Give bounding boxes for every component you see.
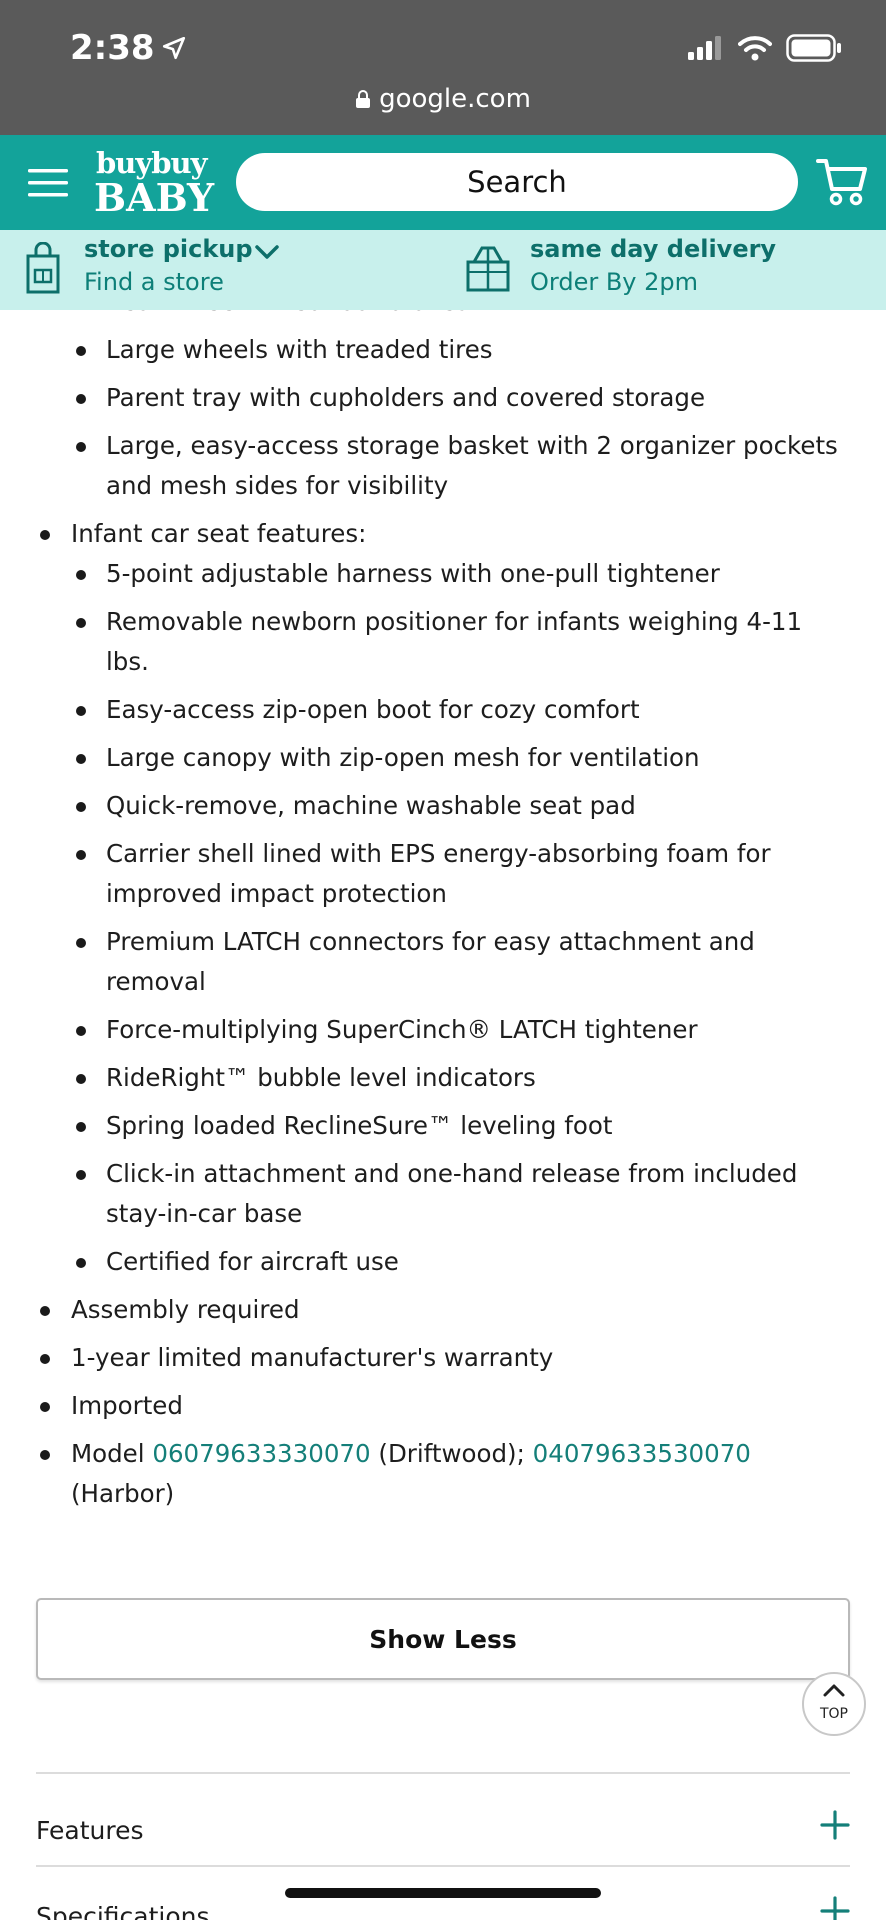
model-link-driftwood[interactable]: 06079633330070 bbox=[152, 1439, 371, 1468]
list-item: RideRight™ bubble level indicators bbox=[0, 1058, 846, 1098]
buybuy-baby-logo[interactable]: buybuy BABY bbox=[94, 149, 218, 217]
top-label: TOP bbox=[819, 1706, 848, 1722]
list-item: Carrier shell lined with EPS energy-abso… bbox=[0, 834, 846, 914]
logo-top-text: buybuy bbox=[96, 146, 207, 180]
status-bar: 2:38 google.com bbox=[0, 0, 886, 135]
search-input[interactable] bbox=[236, 153, 798, 211]
list-item: Certified for aircraft use bbox=[0, 1242, 846, 1282]
same-day-delivery-title: same day delivery bbox=[530, 235, 777, 263]
status-icons bbox=[688, 34, 842, 62]
back-to-top-button[interactable]: TOP bbox=[802, 1672, 866, 1736]
list-item: Spring loaded ReclineSure™ leveling foot bbox=[0, 1106, 846, 1146]
status-time-text: 2:38 bbox=[70, 28, 155, 68]
same-day-delivery-option[interactable]: same day delivery Order By 2pm bbox=[440, 230, 886, 310]
battery-icon bbox=[786, 34, 841, 62]
logo-bottom-text: BABY bbox=[94, 175, 215, 220]
plus-icon bbox=[820, 1810, 850, 1840]
details-list: Rear wheel linked foot brakes Large whee… bbox=[0, 310, 886, 1514]
cart-icon[interactable] bbox=[816, 157, 868, 207]
chevron-up-icon bbox=[823, 1684, 845, 1697]
show-less-button[interactable]: Show Less bbox=[36, 1598, 850, 1680]
list-item: Rear wheel linked foot brakes bbox=[0, 310, 846, 322]
list-item: Assembly required bbox=[0, 1290, 780, 1330]
location-arrow-icon bbox=[162, 36, 185, 60]
list-item: Easy-access zip-open boot for cozy comfo… bbox=[0, 690, 846, 730]
model-1-suffix: (Driftwood); bbox=[370, 1439, 533, 1468]
divider bbox=[36, 1772, 850, 1774]
list-item: Large canopy with zip-open mesh for vent… bbox=[0, 738, 846, 778]
order-by-text: Order By 2pm bbox=[530, 268, 699, 296]
accordion-features[interactable]: Features bbox=[36, 1806, 850, 1866]
list-item: Removable newborn positioner for infants… bbox=[0, 602, 846, 682]
list-item: Force-multiplying SuperCinch® LATCH tigh… bbox=[0, 1010, 846, 1050]
url-text: google.com bbox=[379, 84, 531, 114]
url-bar[interactable]: google.com bbox=[0, 84, 886, 114]
store-icon bbox=[26, 242, 60, 294]
product-details-content: Rear wheel linked foot brakes Large whee… bbox=[0, 310, 886, 1920]
list-item: Imported bbox=[0, 1386, 780, 1426]
site-header: buybuy BABY bbox=[0, 135, 886, 230]
list-item: Click-in attachment and one-hand release… bbox=[0, 1154, 846, 1234]
list-item: Quick-remove, machine washable seat pad bbox=[0, 786, 846, 826]
list-item: Large wheels with treaded tires bbox=[0, 330, 846, 370]
store-pickup-option[interactable]: store pickup Find a store bbox=[0, 230, 440, 310]
list-item: 5-point adjustable harness with one-pull… bbox=[0, 554, 846, 594]
list-item: Parent tray with cupholders and covered … bbox=[0, 378, 846, 418]
wifi-icon bbox=[738, 36, 772, 61]
menu-icon[interactable] bbox=[28, 163, 68, 203]
plus-icon bbox=[820, 1896, 850, 1920]
store-pickup-title: store pickup bbox=[84, 235, 253, 263]
list-item: 1-year limited manufacturer's warranty bbox=[0, 1338, 780, 1378]
lock-icon bbox=[356, 90, 371, 108]
accordion-specifications-label: Specifications bbox=[36, 1902, 210, 1920]
model-2-suffix: (Harbor) bbox=[71, 1479, 175, 1508]
accordion-features-label: Features bbox=[36, 1816, 144, 1845]
delivery-box-icon bbox=[466, 246, 510, 292]
list-heading-car-seat: Infant car seat features: bbox=[0, 514, 780, 554]
divider bbox=[36, 1865, 850, 1867]
list-item: Premium LATCH connectors for easy attach… bbox=[0, 922, 846, 1002]
model-prefix: Model bbox=[71, 1439, 153, 1468]
home-indicator bbox=[285, 1888, 601, 1898]
status-time: 2:38 bbox=[70, 28, 187, 68]
model-list-item: Model 06079633330070 (Driftwood); 040796… bbox=[0, 1434, 780, 1514]
model-link-harbor[interactable]: 04079633530070 bbox=[532, 1439, 751, 1468]
fulfillment-bar: store pickup Find a store same day deliv… bbox=[0, 230, 886, 310]
signal-icon bbox=[688, 36, 721, 60]
chevron-down-icon bbox=[255, 245, 279, 259]
list-item: Large, easy-access storage basket with 2… bbox=[0, 426, 846, 506]
find-store-link: Find a store bbox=[84, 268, 224, 296]
